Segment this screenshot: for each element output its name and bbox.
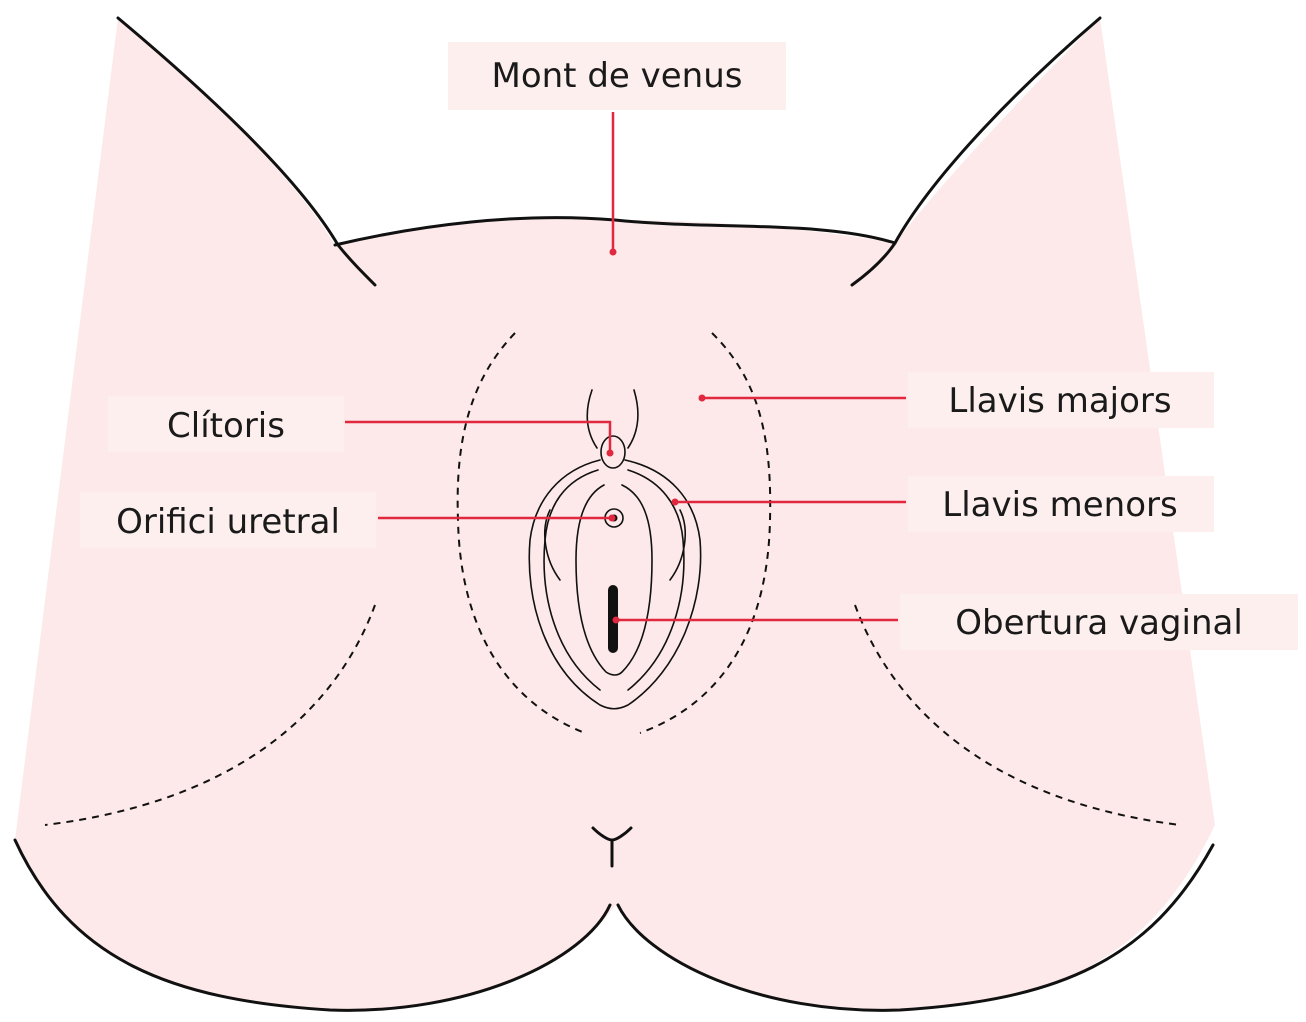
label-clitoris-text: Clítoris: [167, 406, 285, 446]
leader-labia-minora-dot: [672, 499, 679, 506]
label-mons-text: Mont de venus: [492, 56, 743, 96]
label-urethral: Orifici uretral: [80, 492, 376, 548]
label-vaginal: Obertura vaginal: [900, 594, 1298, 650]
label-labia-minora: Llavis menors: [908, 476, 1214, 532]
leader-vaginal-dot: [613, 617, 620, 624]
label-clitoris: Clítoris: [108, 396, 344, 452]
leader-labia-majora-dot: [699, 395, 706, 402]
label-mons: Mont de venus: [448, 42, 786, 110]
label-labia-minora-text: Llavis menors: [942, 485, 1177, 525]
leader-urethral-dot: [609, 515, 616, 522]
label-vaginal-text: Obertura vaginal: [955, 603, 1243, 643]
leader-clitoris-dot: [607, 450, 614, 457]
label-labia-majora: Llavis majors: [908, 372, 1214, 428]
label-urethral-text: Orifici uretral: [116, 502, 340, 542]
leader-mons-dot: [610, 249, 617, 256]
label-labia-majora-text: Llavis majors: [948, 381, 1171, 421]
